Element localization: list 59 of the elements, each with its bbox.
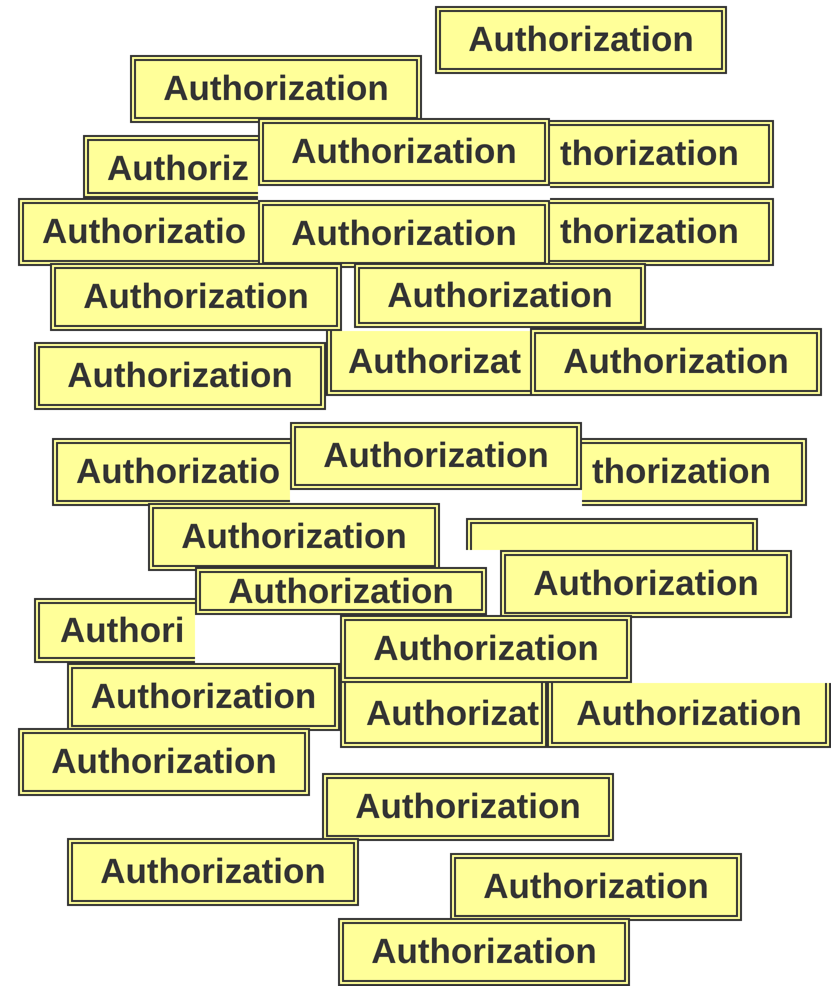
label-box (322, 773, 614, 841)
box-label: Authorization (290, 214, 518, 254)
label-box (148, 503, 440, 571)
box-label: Authorization (66, 356, 294, 396)
box-label: Authorization (575, 694, 803, 734)
label-box (34, 598, 195, 663)
label-box (258, 118, 550, 186)
label-box (550, 198, 774, 266)
box-label: Authorization (322, 436, 550, 476)
box-label: Authorization (180, 517, 408, 557)
box-label: Authoriz (107, 149, 249, 189)
box-label: Authorization (50, 742, 278, 782)
label-box (18, 728, 310, 796)
label-box (435, 6, 727, 74)
label-box (582, 438, 807, 506)
label-box (450, 853, 742, 921)
label-box (500, 550, 792, 618)
box-label: Authorization (562, 342, 790, 382)
box-label: Authorization (467, 20, 695, 60)
label-box (550, 120, 774, 188)
box-label: Authorization (82, 277, 310, 317)
box-label: Authorization (482, 867, 710, 907)
box-label: Authorization (532, 564, 760, 604)
box-label: Authorizatio (42, 212, 246, 252)
label-box (547, 683, 831, 748)
label-box (67, 663, 340, 731)
box-label: Authorization (90, 677, 318, 717)
label-box (50, 263, 342, 331)
label-box (83, 135, 258, 198)
label-box (354, 263, 646, 328)
label-box (466, 518, 758, 550)
box-label: Authorization (372, 629, 600, 669)
label-box (18, 198, 258, 266)
label-box (258, 200, 550, 268)
label-box (195, 567, 487, 615)
box-label: thorization (560, 212, 739, 252)
label-box (340, 683, 547, 748)
label-box (67, 838, 359, 906)
box-label: Authorization (386, 276, 614, 316)
box-label: Authorization (370, 932, 598, 972)
label-box (52, 438, 290, 506)
box-label: Authorization (162, 69, 390, 109)
label-box (338, 918, 630, 986)
box-label: thorization (560, 134, 739, 174)
label-box (326, 331, 530, 396)
box-label: Authori (60, 610, 184, 650)
label-box (130, 55, 422, 123)
box-label: Authorizat (348, 342, 522, 382)
label-box (34, 342, 326, 410)
box-label: Authorization (290, 132, 518, 172)
box-label: Authorizat (366, 694, 540, 734)
label-box (340, 615, 632, 683)
label-box (290, 422, 582, 490)
box-label: Authorizatio (76, 452, 280, 492)
box-label: Authorization (227, 572, 455, 612)
box-label: Authorization (99, 852, 327, 892)
box-label: Authorization (354, 787, 582, 827)
label-box (530, 328, 822, 396)
box-label: thorization (592, 452, 771, 492)
